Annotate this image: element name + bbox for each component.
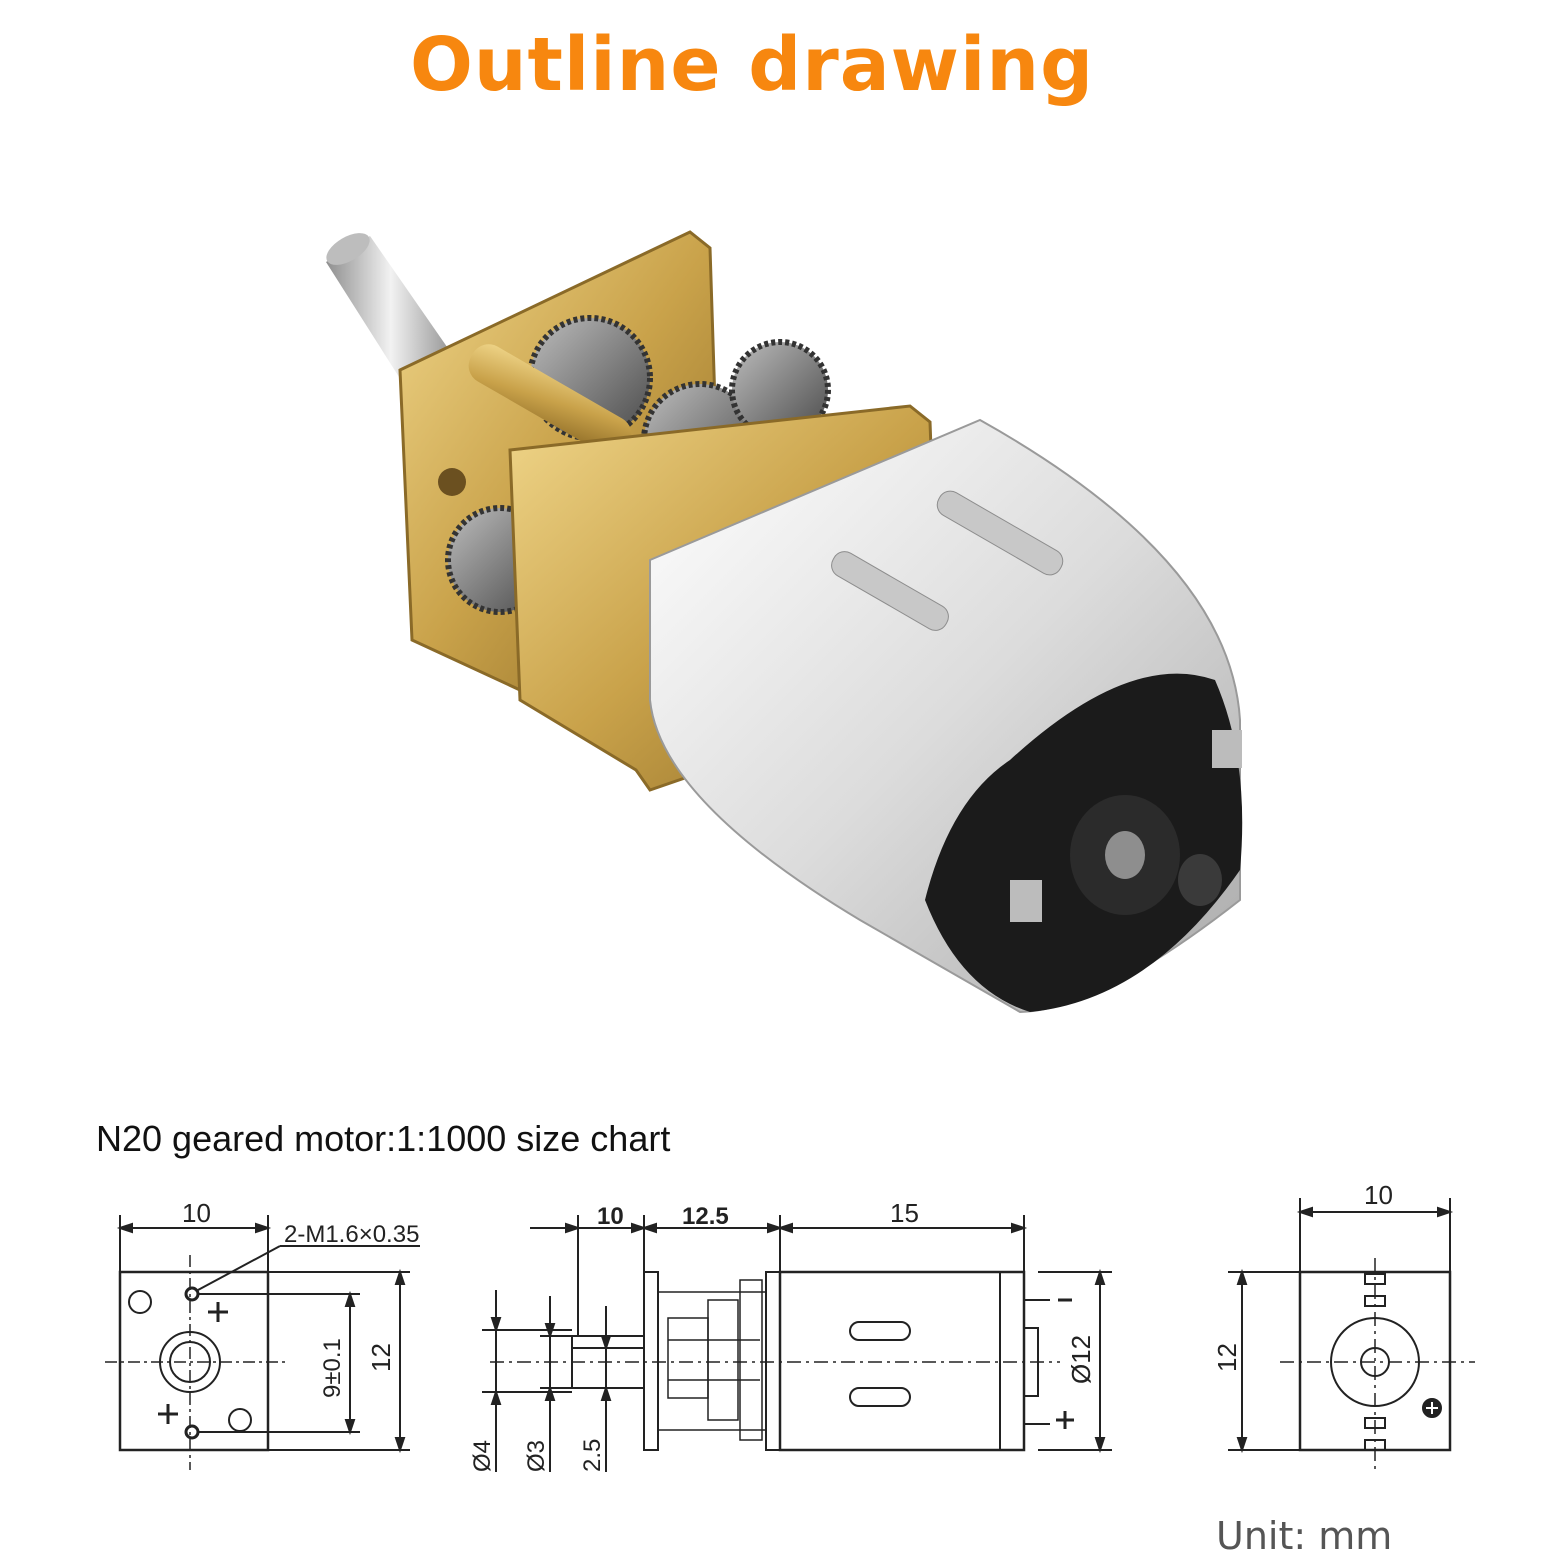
side-view: [482, 1215, 1112, 1472]
body-diameter-label: Ø12: [1066, 1335, 1096, 1384]
rear-height-label: 12: [1212, 1343, 1242, 1372]
motor-length-label: 15: [890, 1198, 919, 1228]
hole-spacing-label: 9±0.1: [319, 1338, 346, 1398]
plus-icon: [1056, 1411, 1074, 1429]
chart-subtitle: N20 geared motor:1:1000 size chart: [96, 1118, 671, 1159]
plus-icon: [208, 1302, 228, 1322]
shaft-flat-label: 2.5: [579, 1439, 606, 1472]
motor-photo: [326, 230, 1243, 1014]
unit-label: Unit: mm: [1216, 1514, 1393, 1558]
rear-width-label: 10: [1364, 1180, 1393, 1210]
front-view: [105, 1215, 420, 1470]
thread-label: 2-M1.6×0.35: [284, 1221, 419, 1248]
gearbox-length-label: 12.5: [682, 1203, 729, 1230]
shaft-dia-3-label: Ø3: [523, 1440, 550, 1472]
plus-icon: [158, 1404, 178, 1424]
shaft-dia-4-label: Ø4: [469, 1440, 496, 1472]
end-cap: [925, 673, 1243, 1012]
front-height-label: 12: [366, 1343, 396, 1372]
front-width-label: 10: [182, 1198, 211, 1228]
page-title: Outline drawing: [409, 22, 1095, 108]
plus-icon: [1426, 1402, 1438, 1414]
rear-view: [1228, 1198, 1475, 1472]
shaft-length-label: 10: [597, 1203, 624, 1230]
